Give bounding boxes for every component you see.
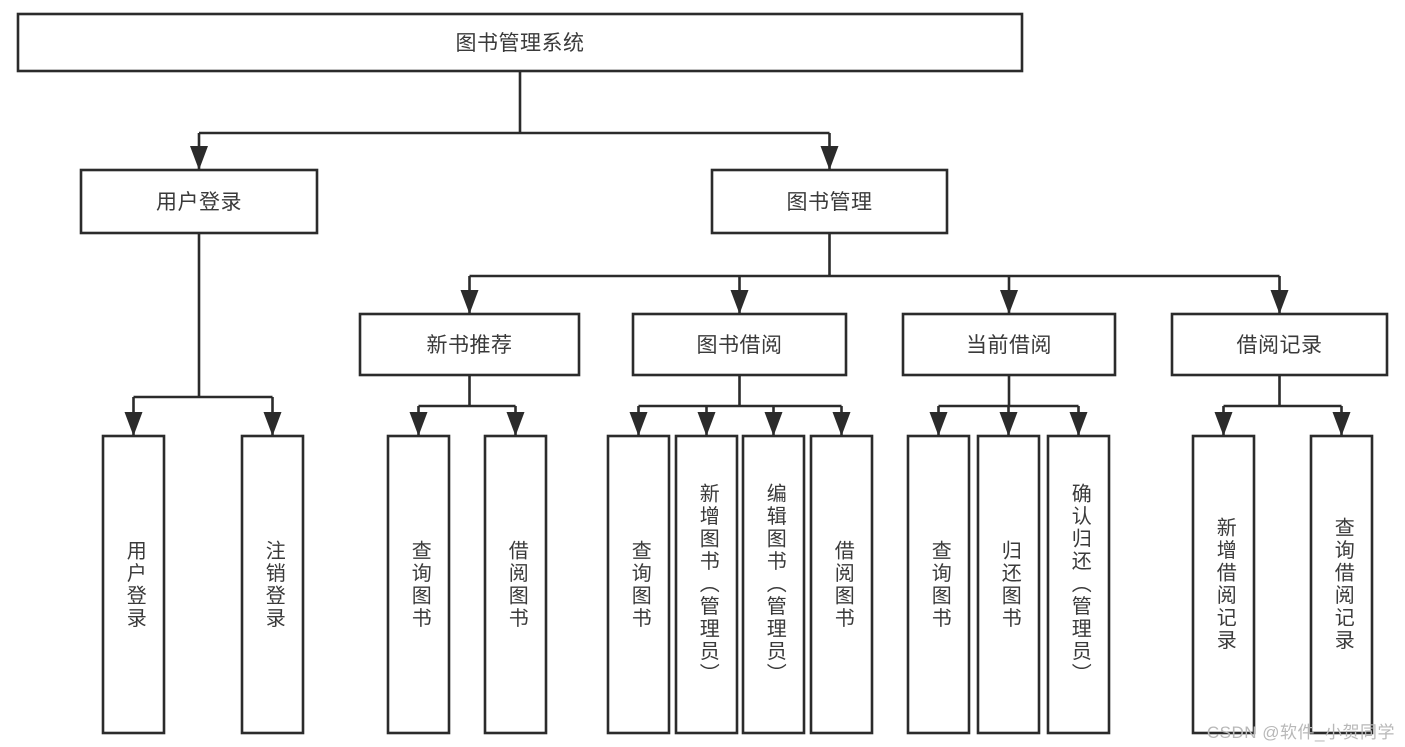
node-book-borrow[interactable]: [631, 312, 848, 377]
arrow-head-icon: [929, 412, 948, 436]
arrow-head-icon: [263, 412, 282, 436]
leaf-node-leaf-query-book-2[interactable]: [606, 434, 671, 735]
leaf-node-leaf-query-book-1[interactable]: [386, 434, 451, 735]
arrow-head-icon: [506, 412, 525, 436]
node-book-manage[interactable]: [710, 168, 949, 235]
arrow-head-icon: [730, 290, 749, 314]
node-current-borrow[interactable]: [901, 312, 1117, 377]
leaf-node-leaf-return-book[interactable]: [976, 434, 1041, 735]
arrow-head-icon: [764, 412, 783, 436]
leaf-node-leaf-edit-book[interactable]: [741, 434, 806, 735]
arrow-head-icon: [820, 146, 839, 170]
leaf-node-leaf-add-book[interactable]: [674, 434, 739, 735]
arrow-head-icon: [1270, 290, 1289, 314]
node-boxes: [16, 12, 1389, 735]
connector-lines: [124, 71, 1351, 436]
node-label-new-book-rec: 新书推荐: [427, 334, 513, 357]
arrow-head-icon: [832, 412, 851, 436]
arrow-head-icon: [409, 412, 428, 436]
leaf-node-leaf-query-book-3[interactable]: [906, 434, 971, 735]
leaf-node-leaf-confirm-return[interactable]: [1046, 434, 1111, 735]
leaf-node-leaf-user-login[interactable]: [101, 434, 166, 735]
arrow-head-icon: [999, 412, 1018, 436]
arrow-head-icon: [1000, 290, 1018, 314]
arrow-head-icon: [1332, 412, 1351, 436]
leaf-node-leaf-add-record[interactable]: [1191, 434, 1256, 735]
node-label-current-borrow: 当前借阅: [966, 334, 1052, 357]
arrow-head-icon: [124, 412, 143, 436]
root-node-label: 图书管理系统: [456, 32, 585, 55]
leaf-node-leaf-query-record[interactable]: [1309, 434, 1374, 735]
arrow-head-icon: [190, 146, 208, 170]
node-user-login[interactable]: [79, 168, 319, 235]
node-new-book-rec[interactable]: [358, 312, 581, 377]
root-node-book-management-system[interactable]: [16, 12, 1024, 73]
node-label-book-manage: 图书管理: [787, 191, 873, 214]
csdn-watermark: CSDN @软件_小贺同学: [1206, 723, 1395, 742]
node-label-borrow-record: 借阅记录: [1237, 334, 1323, 357]
node-borrow-record[interactable]: [1170, 312, 1389, 377]
arrow-head-icon: [1214, 412, 1233, 436]
node-label-book-borrow: 图书借阅: [697, 334, 783, 357]
leaf-node-leaf-logout-login[interactable]: [240, 434, 305, 735]
leaf-node-leaf-borrow-book-1[interactable]: [483, 434, 548, 735]
arrow-head-icon: [460, 290, 479, 314]
leaf-node-leaf-borrow-book-2[interactable]: [809, 434, 874, 735]
node-label-user-login: 用户登录: [156, 191, 242, 214]
arrow-head-icon: [697, 412, 716, 436]
arrow-head-icon: [1069, 412, 1088, 436]
arrow-head-icon: [629, 412, 648, 436]
